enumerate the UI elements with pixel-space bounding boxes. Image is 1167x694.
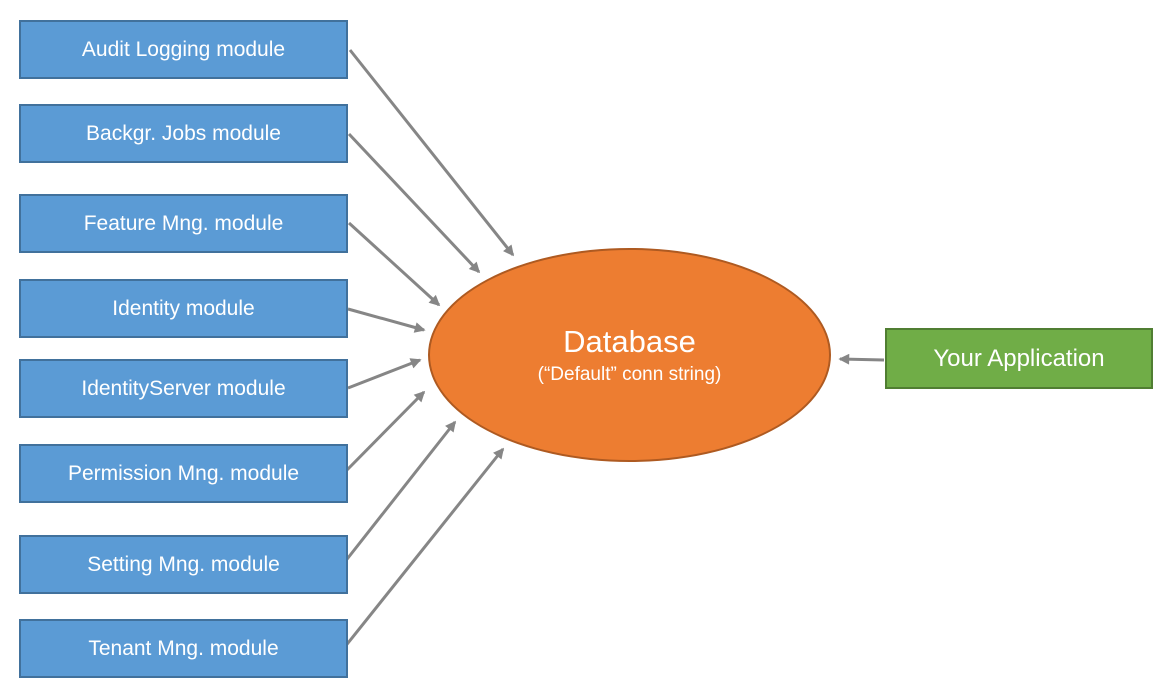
node-label: Feature Mng. module: [83, 211, 284, 235]
node-feature-management-module: Feature Mng. module: [19, 194, 348, 253]
node-label: Identity module: [112, 296, 255, 320]
node-identity-module: Identity module: [19, 279, 348, 338]
node-identity-server-module: IdentityServer module: [19, 359, 348, 418]
application-label: Your Application: [933, 344, 1105, 372]
arrow-feature-management-to-database: [347, 221, 441, 307]
arrow-identity-server-to-database: [347, 358, 422, 390]
node-tenant-management-module: Tenant Mng. module: [19, 619, 348, 678]
database-subtitle: (“Default” conn string): [537, 363, 722, 385]
node-background-jobs-module: Backgr. Jobs module: [19, 104, 348, 163]
arrow-setting-management-to-database: [342, 420, 457, 564]
database-title: Database: [563, 323, 696, 359]
arrow-audit-logging-to-database: [348, 49, 515, 257]
arrow-background-jobs-to-database: [347, 132, 481, 274]
node-audit-logging-module: Audit Logging module: [19, 20, 348, 79]
node-label: Backgr. Jobs module: [86, 121, 281, 145]
arrow-application-to-database: [838, 353, 885, 365]
node-label: Audit Logging module: [81, 37, 286, 61]
node-label: IdentityServer module: [81, 376, 286, 400]
node-database: Database (“Default” conn string): [428, 248, 831, 462]
node-label: Tenant Mng. module: [88, 636, 279, 660]
node-label: Permission Mng. module: [67, 461, 300, 485]
node-permission-management-module: Permission Mng. module: [19, 444, 348, 503]
node-label: Setting Mng. module: [87, 552, 280, 576]
node-setting-management-module: Setting Mng. module: [19, 535, 348, 594]
arrow-identity-to-database: [347, 307, 426, 333]
node-your-application: Your Application: [885, 328, 1153, 389]
arrow-permission-management-to-database: [343, 390, 426, 474]
arrow-tenant-management-to-database: [342, 447, 505, 649]
